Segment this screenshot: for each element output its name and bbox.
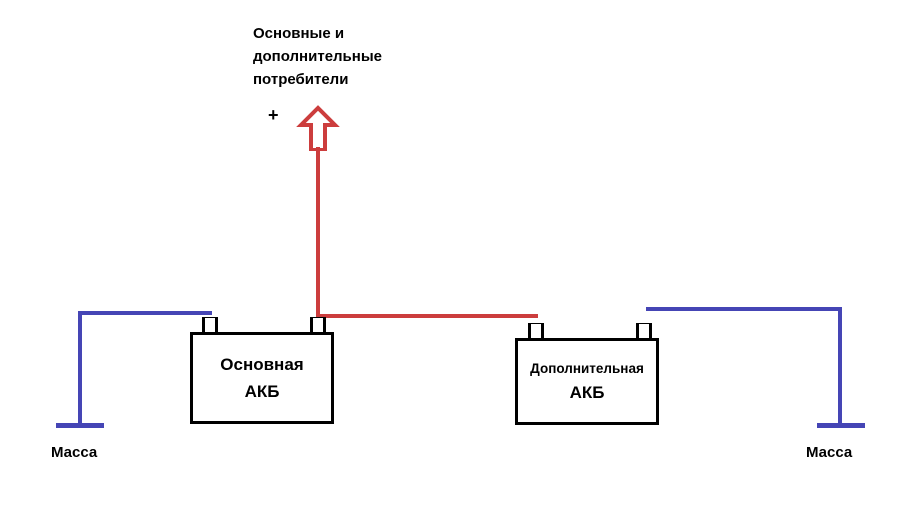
main-battery-positive-terminal	[310, 317, 326, 332]
main-battery-box: Основная АКБ	[190, 332, 334, 424]
ground-label-left: Масса	[51, 444, 98, 461]
aux-battery-negative-terminal	[636, 323, 652, 338]
ground-wire-right-vertical	[838, 307, 842, 426]
aux-battery-label-akb: АКБ	[569, 382, 605, 402]
consumers-label-line2: дополнительные	[253, 48, 382, 65]
consumers-label-line3: потребители	[253, 71, 349, 88]
ground-symbol-right	[817, 423, 865, 428]
positive-wire-horizontal	[316, 314, 538, 318]
main-battery-label-akb: АКБ	[244, 381, 280, 401]
up-arrow-icon	[296, 105, 340, 151]
plus-sign: +	[268, 105, 279, 125]
positive-wire-vertical	[316, 147, 320, 318]
ground-wire-left-horizontal	[78, 311, 212, 315]
ground-label-right: Масса	[806, 444, 853, 461]
ground-wire-right-horizontal	[646, 307, 842, 311]
aux-battery-box: Дополнительная АКБ	[515, 338, 659, 425]
consumers-label: Основные и дополнительные потребители	[253, 22, 382, 91]
ground-symbol-left	[56, 423, 104, 428]
consumers-label-line1: Основные и	[253, 25, 345, 42]
ground-wire-left-vertical	[78, 311, 82, 426]
main-battery-negative-terminal	[202, 317, 218, 332]
aux-battery-positive-terminal	[528, 323, 544, 338]
main-battery-label: Основная	[220, 354, 304, 374]
aux-battery-label: Дополнительная	[530, 360, 644, 376]
